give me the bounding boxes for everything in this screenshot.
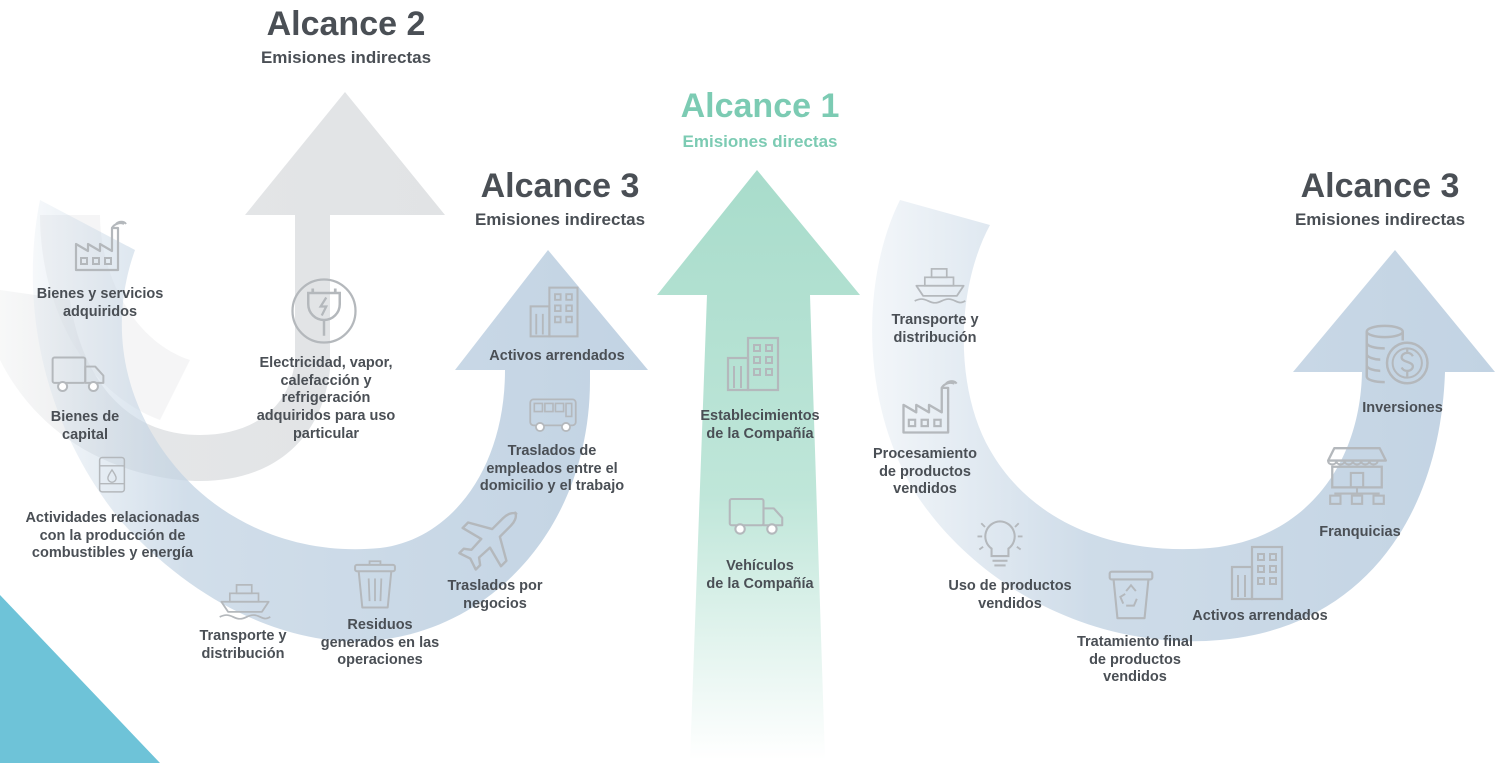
scope3-downstream-subtitle: Emisiones indirectas	[1294, 210, 1466, 229]
scope3-up-item-waste: Residuos generados en las operaciones	[320, 617, 440, 669]
scope3-down-item-processing: Procesamiento de productos vendidos	[873, 446, 977, 498]
scope1-arrow	[657, 170, 860, 760]
scope3-up-item-fuel-energy: Actividades relacionadas con la producci…	[25, 510, 200, 562]
scope3-up-item-business-travel: Traslados por negocios	[447, 578, 543, 612]
scope3-down-item-franchises: Franquicias	[1319, 524, 1401, 540]
scope1-item-facilities: Establecimientos de la Compañía	[700, 408, 820, 442]
scope2-title: Alcance 2	[266, 5, 426, 43]
scope3-up-item-commuting: Traslados de empleados entre el domicili…	[479, 443, 625, 495]
scope3-downstream-title: Alcance 3	[1300, 167, 1460, 205]
scope3-up-item-leased-assets: Activos arrendados	[489, 348, 625, 364]
scope2-item-electricity: Electricidad, vapor, calefacción y refri…	[256, 355, 396, 442]
scope1-subtitle: Emisiones directas	[682, 132, 838, 151]
scope3-upstream-title: Alcance 3	[480, 167, 640, 205]
scope3-down-item-investments: Inversiones	[1362, 400, 1443, 416]
scope1-title: Alcance 1	[680, 87, 840, 125]
corner-accent-triangle	[0, 595, 160, 763]
scope3-up-item-capital-goods: Bienes de capital	[50, 409, 120, 443]
scope3-upstream-subtitle: Emisiones indirectas	[474, 210, 646, 229]
scope3-down-item-transport: Transporte y distribución	[891, 312, 979, 346]
scope3-down-item-leased-assets: Activos arrendados	[1192, 608, 1328, 624]
scope3-down-item-use: Uso de productos vendidos	[948, 578, 1072, 612]
scope2-subtitle: Emisiones indirectas	[260, 48, 432, 67]
scope3-upstream-arrow	[32, 200, 649, 642]
scope1-item-vehicles: Vehículos de la Compañía	[706, 558, 814, 592]
scope3-down-item-end-of-life: Tratamiento final de productos vendidos	[1076, 634, 1194, 686]
scope3-up-item-purchased-goods: Bienes y servicios adquiridos	[36, 286, 164, 320]
scope3-up-item-transport: Transporte y distribución	[199, 628, 287, 662]
scope3-downstream-arrow	[872, 200, 1495, 642]
